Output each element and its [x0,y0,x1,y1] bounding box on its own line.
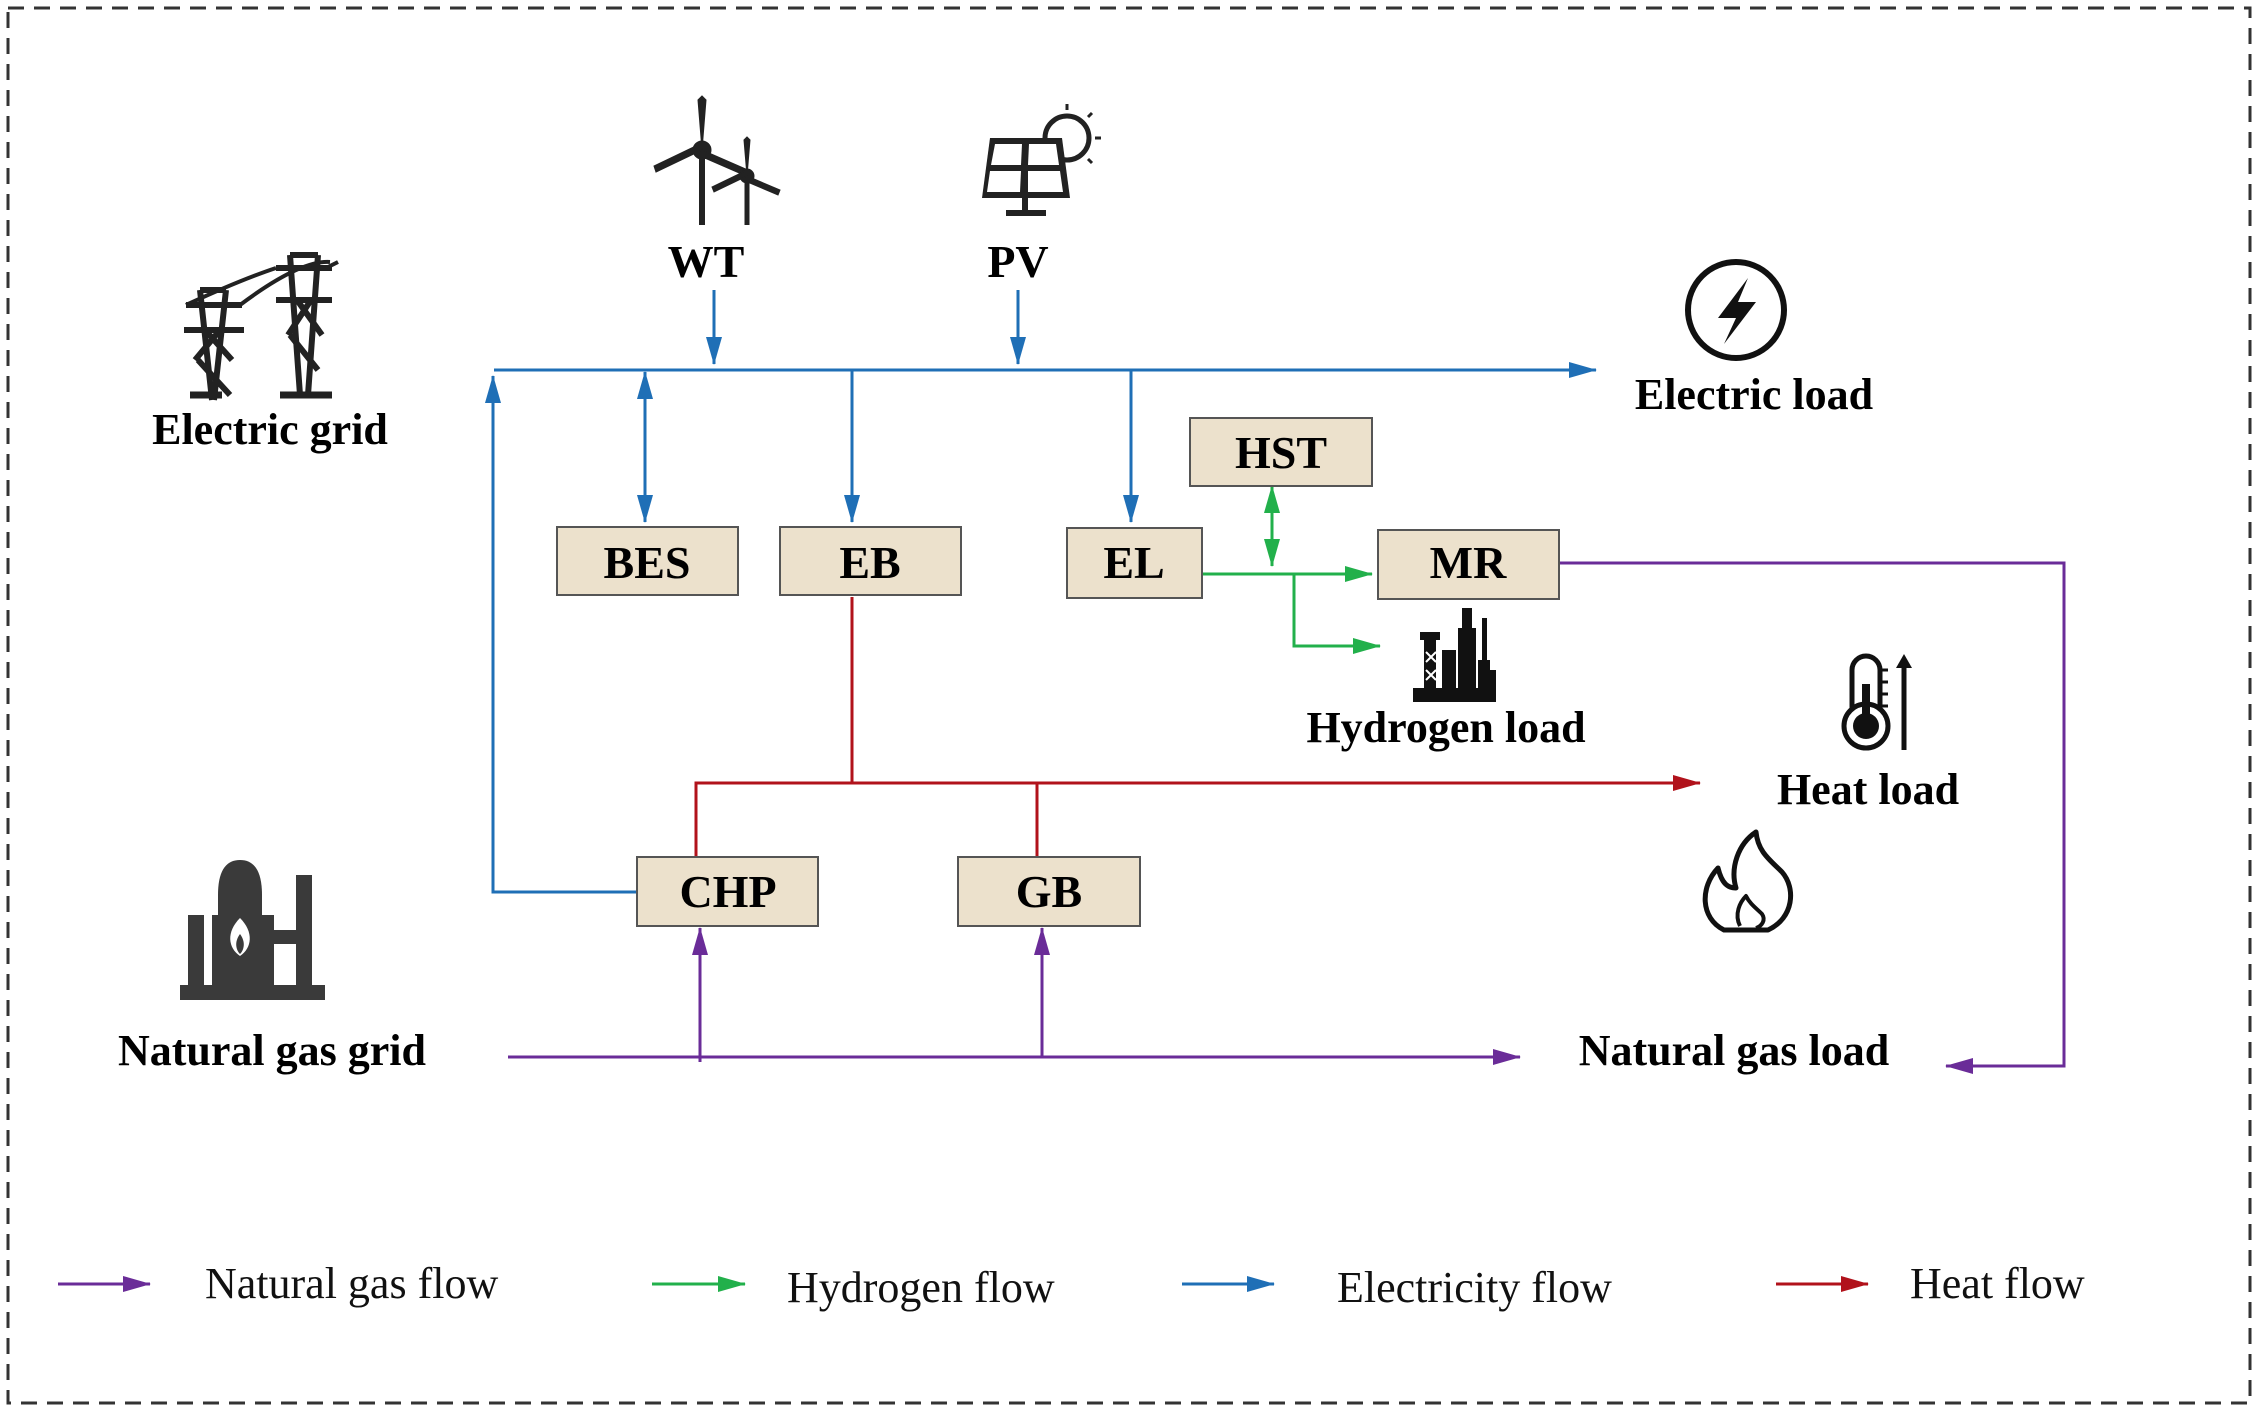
electricity-flows [485,290,1597,894]
electric-grid-label: Electric grid [152,405,388,454]
component-gb: GB [957,856,1141,927]
pv-label: PV [987,236,1048,287]
mr-to-gas-load [1560,561,2066,1074]
natural-gas-flows [508,561,2066,1074]
legend-natural-gas: Natural gas flow [58,1259,498,1308]
flame-icon [1702,829,1793,933]
el-label: EL [1103,537,1164,588]
heat-bus [694,775,1701,857]
wind-turbine-icon [653,95,781,225]
refinery-icon [1413,608,1496,702]
wt-label: WT [668,236,745,287]
natural-gas-load-label: Natural gas load [1579,1026,1889,1075]
gb-label: GB [1016,866,1082,917]
legend-electricity: Electricity flow [1182,1263,1612,1312]
mr-label: MR [1430,537,1507,588]
hst-label: HST [1235,427,1327,478]
heat-load-label: Heat load [1777,765,1959,814]
component-chp: CHP [636,856,819,927]
solar-panel-icon [982,104,1101,216]
thermometer-icon [1841,653,1912,751]
component-el: EL [1066,527,1203,599]
outer-border [6,6,2252,1405]
lightning-bolt-icon [1685,259,1787,361]
transmission-tower-icon [184,252,339,401]
component-hst: HST [1189,417,1373,487]
heat-flows [694,597,1701,857]
legend-heat-label: Heat flow [1910,1259,2085,1308]
eb-label: EB [839,537,900,588]
component-eb: EB [779,526,962,596]
legend-hydrogen-label: Hydrogen flow [787,1263,1055,1312]
gas-plant-icon [180,860,325,1000]
chp-to-bus [485,375,636,894]
legend: Natural gas flow Hydrogen flow Electrici… [58,1259,2085,1312]
legend-heat: Heat flow [1776,1259,2085,1308]
el-to-hydrogen-load [1292,574,1381,654]
natural-gas-grid-label: Natural gas grid [118,1026,426,1075]
legend-electricity-label: Electricity flow [1337,1263,1612,1312]
hydrogen-load-label: Hydrogen load [1306,703,1585,752]
bes-label: BES [604,537,691,588]
component-mr: MR [1377,529,1560,600]
legend-natural-gas-label: Natural gas flow [205,1259,498,1308]
legend-hydrogen: Hydrogen flow [652,1263,1055,1312]
component-bes: BES [556,526,739,596]
hydrogen-flows [1203,485,1381,654]
chp-label: CHP [679,866,776,917]
electric-load-label: Electric load [1635,370,1873,419]
